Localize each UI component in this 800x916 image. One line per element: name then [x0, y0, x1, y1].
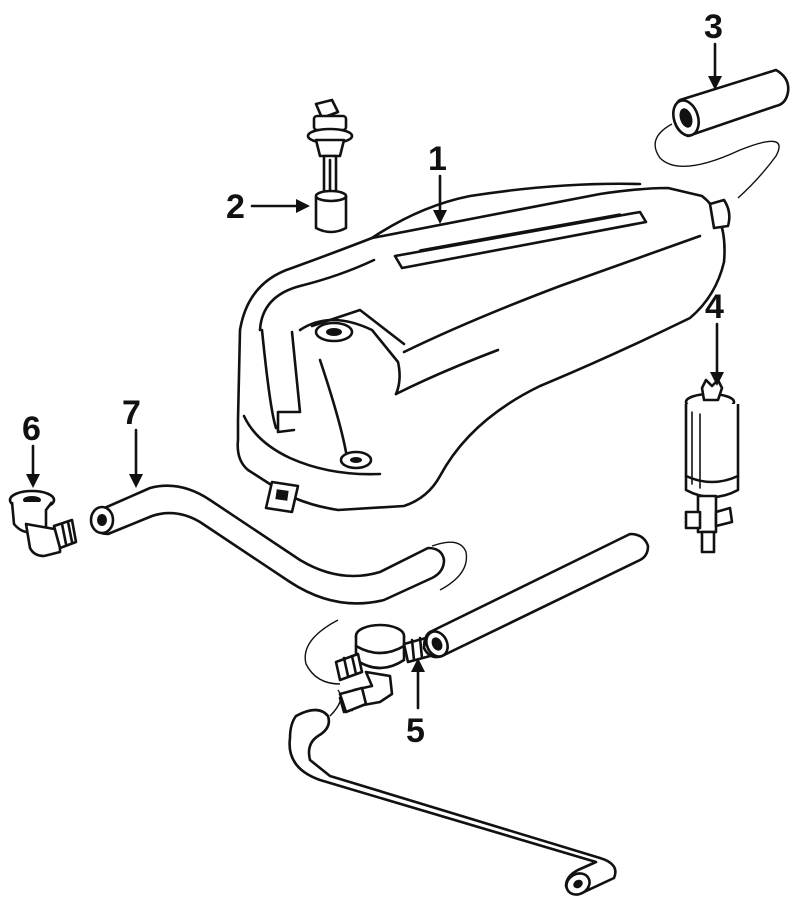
callout-2: 2	[226, 188, 245, 226]
hose-section	[654, 68, 790, 199]
elbow-fitting	[8, 489, 78, 558]
hose-lower	[288, 689, 617, 896]
level-sensor	[306, 98, 354, 234]
washer-reservoir	[236, 182, 731, 514]
hose-to-pump	[422, 532, 650, 659]
callout-1: 1	[428, 140, 447, 178]
callout-6: 6	[22, 410, 41, 448]
washer-pump	[684, 378, 740, 554]
callout-7: 7	[122, 394, 141, 432]
callout-5: 5	[406, 712, 425, 750]
callout-4: 4	[705, 288, 724, 326]
check-valve	[304, 619, 432, 714]
callout-3: 3	[704, 8, 723, 46]
hose-upper	[89, 484, 468, 605]
